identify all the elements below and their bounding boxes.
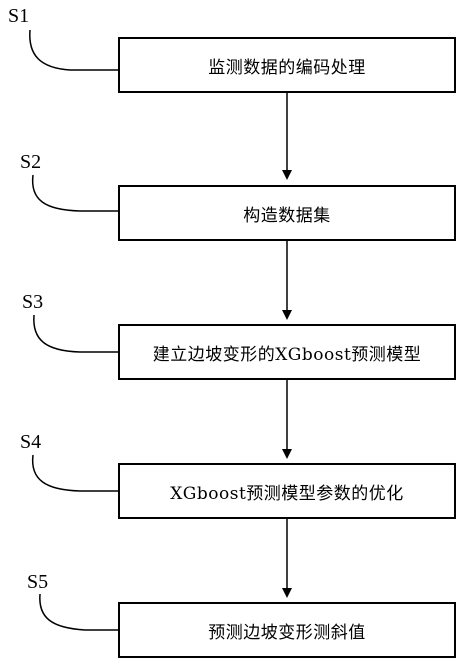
step-box-s1: 监测数据的编码处理 [118,37,456,93]
step-label-s5: S5 [27,571,49,593]
leader-line-s1 [29,29,118,71]
step-text-s3: 建立边坡变形的XGboost预测模型 [152,344,422,365]
step-label-s1: S1 [8,5,30,27]
leader-line-s2 [31,174,118,212]
step-text-s5: 预测边坡变形测斜值 [208,622,366,643]
step-text-s1: 监测数据的编码处理 [208,57,366,78]
step-label-s3: S3 [22,291,44,313]
leader-line-s4 [31,454,118,492]
step-box-s5: 预测边坡变形测斜值 [118,602,456,658]
step-label-s2: S2 [20,151,42,173]
step-text-s2: 构造数据集 [243,205,331,226]
leader-line-s3 [33,314,118,353]
leader-line-s5 [39,593,118,631]
step-box-s4: XGboost预测模型参数的优化 [118,463,456,519]
step-text-s4: XGboost预测模型参数的优化 [170,483,404,504]
step-box-s3: 建立边坡变形的XGboost预测模型 [118,324,456,380]
step-box-s2: 构造数据集 [118,185,456,241]
step-label-s4: S4 [20,431,42,453]
